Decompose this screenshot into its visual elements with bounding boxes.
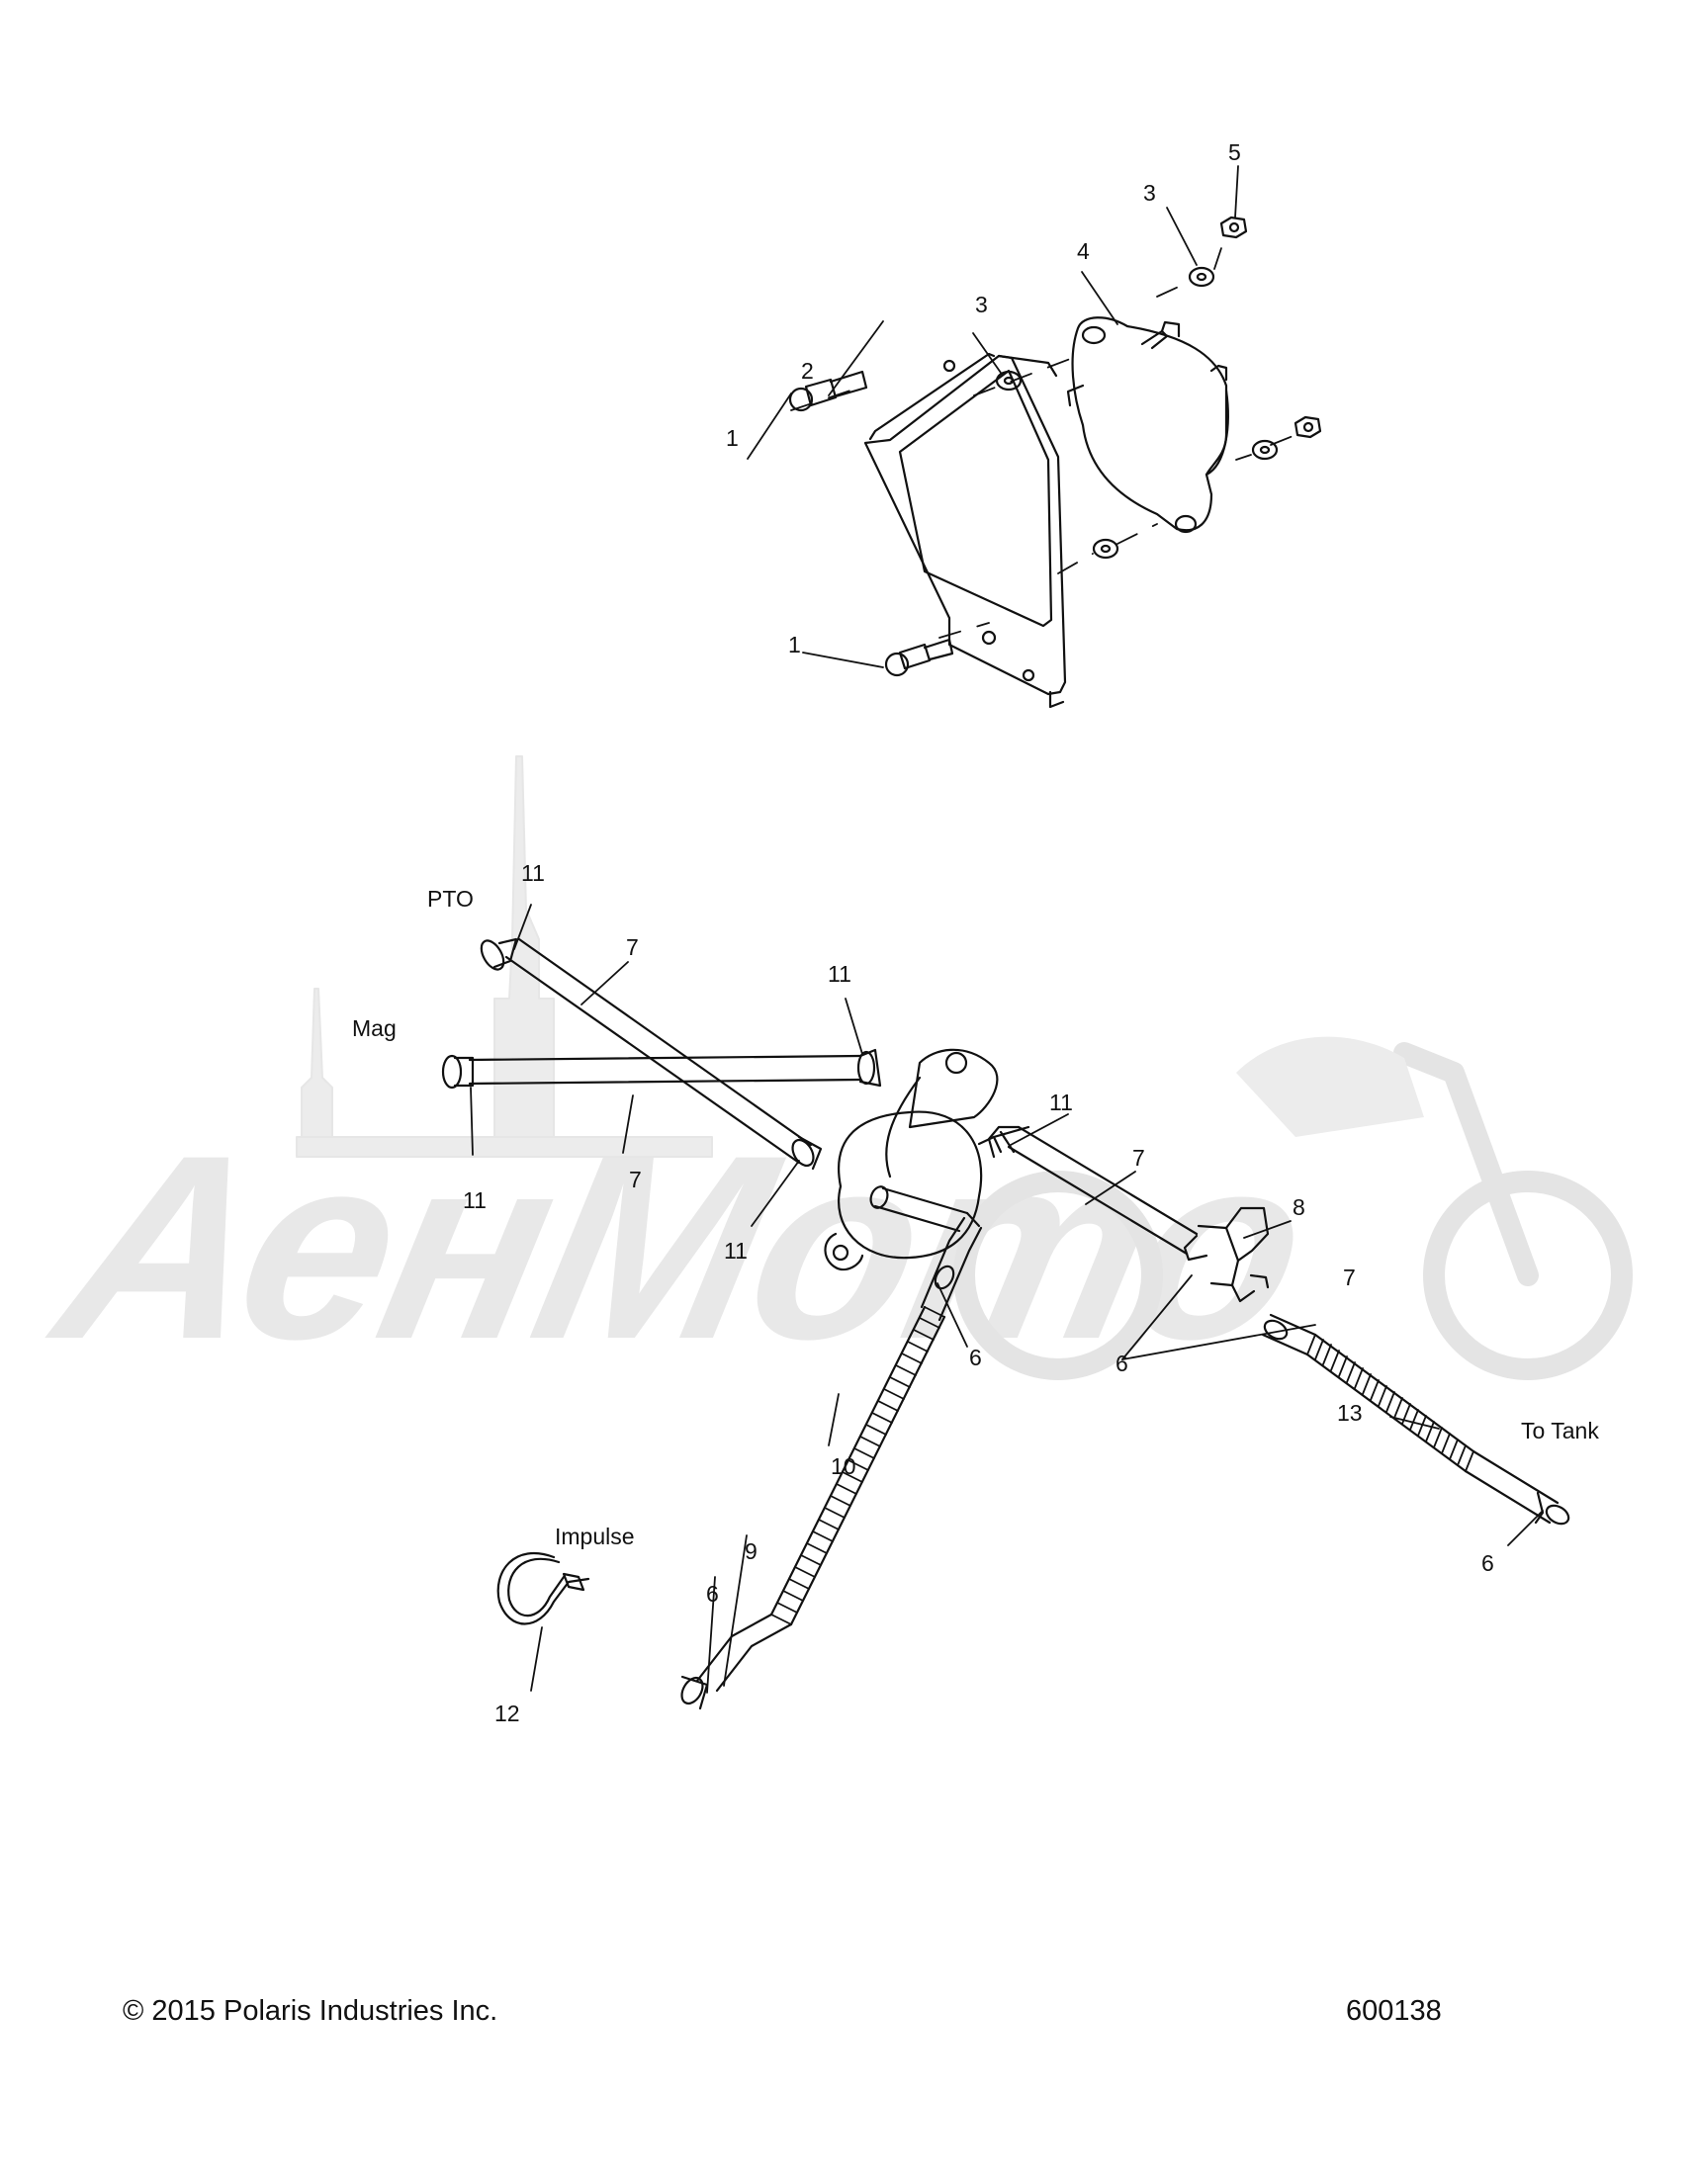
clamp-part-11-top-mid [856, 1050, 876, 1086]
washer-part-3-d [1092, 538, 1119, 560]
hose-part-7-right [987, 1125, 1199, 1256]
callout-part-6-pair: 6 [1115, 1351, 1128, 1376]
assembly-lines [790, 232, 1296, 639]
callout-part-11-mag: 11 [463, 1187, 487, 1213]
callout-part-9: 9 [745, 1538, 758, 1564]
bolt-part-1-lower [884, 638, 954, 677]
nut-part-5-a [1219, 216, 1248, 239]
nut-part-5-b [1294, 415, 1322, 439]
callout-part-7-far-right: 7 [1343, 1265, 1356, 1290]
label-mag: Mag [352, 1015, 397, 1041]
clamp-part-11-pump-left [791, 1135, 823, 1171]
label-pto: PTO [427, 886, 474, 912]
hose-part-7-pto [480, 937, 813, 1165]
tie-strap-part-12 [496, 1551, 590, 1625]
callout-part-7-mag: 7 [629, 1167, 642, 1192]
washer-part-3-a [995, 370, 1023, 392]
hose-part-10-impulse [680, 1216, 983, 1710]
callout-part-11-pump-left: 11 [724, 1238, 748, 1264]
bolt-part-1-upper [788, 370, 868, 412]
callout-part-2: 2 [801, 358, 814, 384]
callout-part-1-lower: 1 [788, 632, 801, 657]
callout-part-11-pump-right: 11 [1049, 1090, 1073, 1115]
shutoff-valve-part-8 [1183, 1206, 1270, 1303]
fuel-pump-part-4 [1066, 316, 1229, 534]
pump-body [824, 1048, 1030, 1271]
callout-part-13: 13 [1337, 1400, 1363, 1426]
label-to-tank: To Tank [1521, 1418, 1599, 1443]
callout-part-6-mid: 6 [969, 1345, 982, 1370]
diagram-id: 600138 [1346, 1995, 1442, 2027]
label-impulse: Impulse [555, 1524, 635, 1549]
callout-part-11-pto: 11 [521, 860, 545, 886]
callout-part-4: 4 [1077, 238, 1090, 264]
callout-part-6-tank: 6 [1481, 1550, 1494, 1576]
callout-part-6-impulse: 6 [706, 1581, 719, 1607]
callout-part-11-mid: 11 [828, 961, 851, 987]
hose-part-7-mag [441, 1048, 882, 1090]
copyright-text: © 2015 Polaris Industries Inc. [123, 1995, 498, 2027]
watermark-graphic [296, 755, 1633, 1380]
washer-part-3-c [1251, 439, 1279, 461]
hose-part-13-to-tank [1261, 1313, 1570, 1526]
callout-part-1-upper: 1 [726, 425, 739, 451]
callout-part-10: 10 [831, 1453, 856, 1479]
callout-part-12: 12 [494, 1701, 520, 1726]
washer-part-3-b [1188, 266, 1215, 288]
callout-part-8: 8 [1293, 1194, 1305, 1220]
callout-part-7-right: 7 [1132, 1145, 1145, 1171]
callout-part-5: 5 [1228, 139, 1241, 165]
leader-lines [470, 165, 1544, 1694]
callout-part-3-right: 3 [1143, 180, 1156, 206]
callout-part-3-left: 3 [975, 292, 988, 317]
callout-part-7-top: 7 [626, 934, 639, 960]
